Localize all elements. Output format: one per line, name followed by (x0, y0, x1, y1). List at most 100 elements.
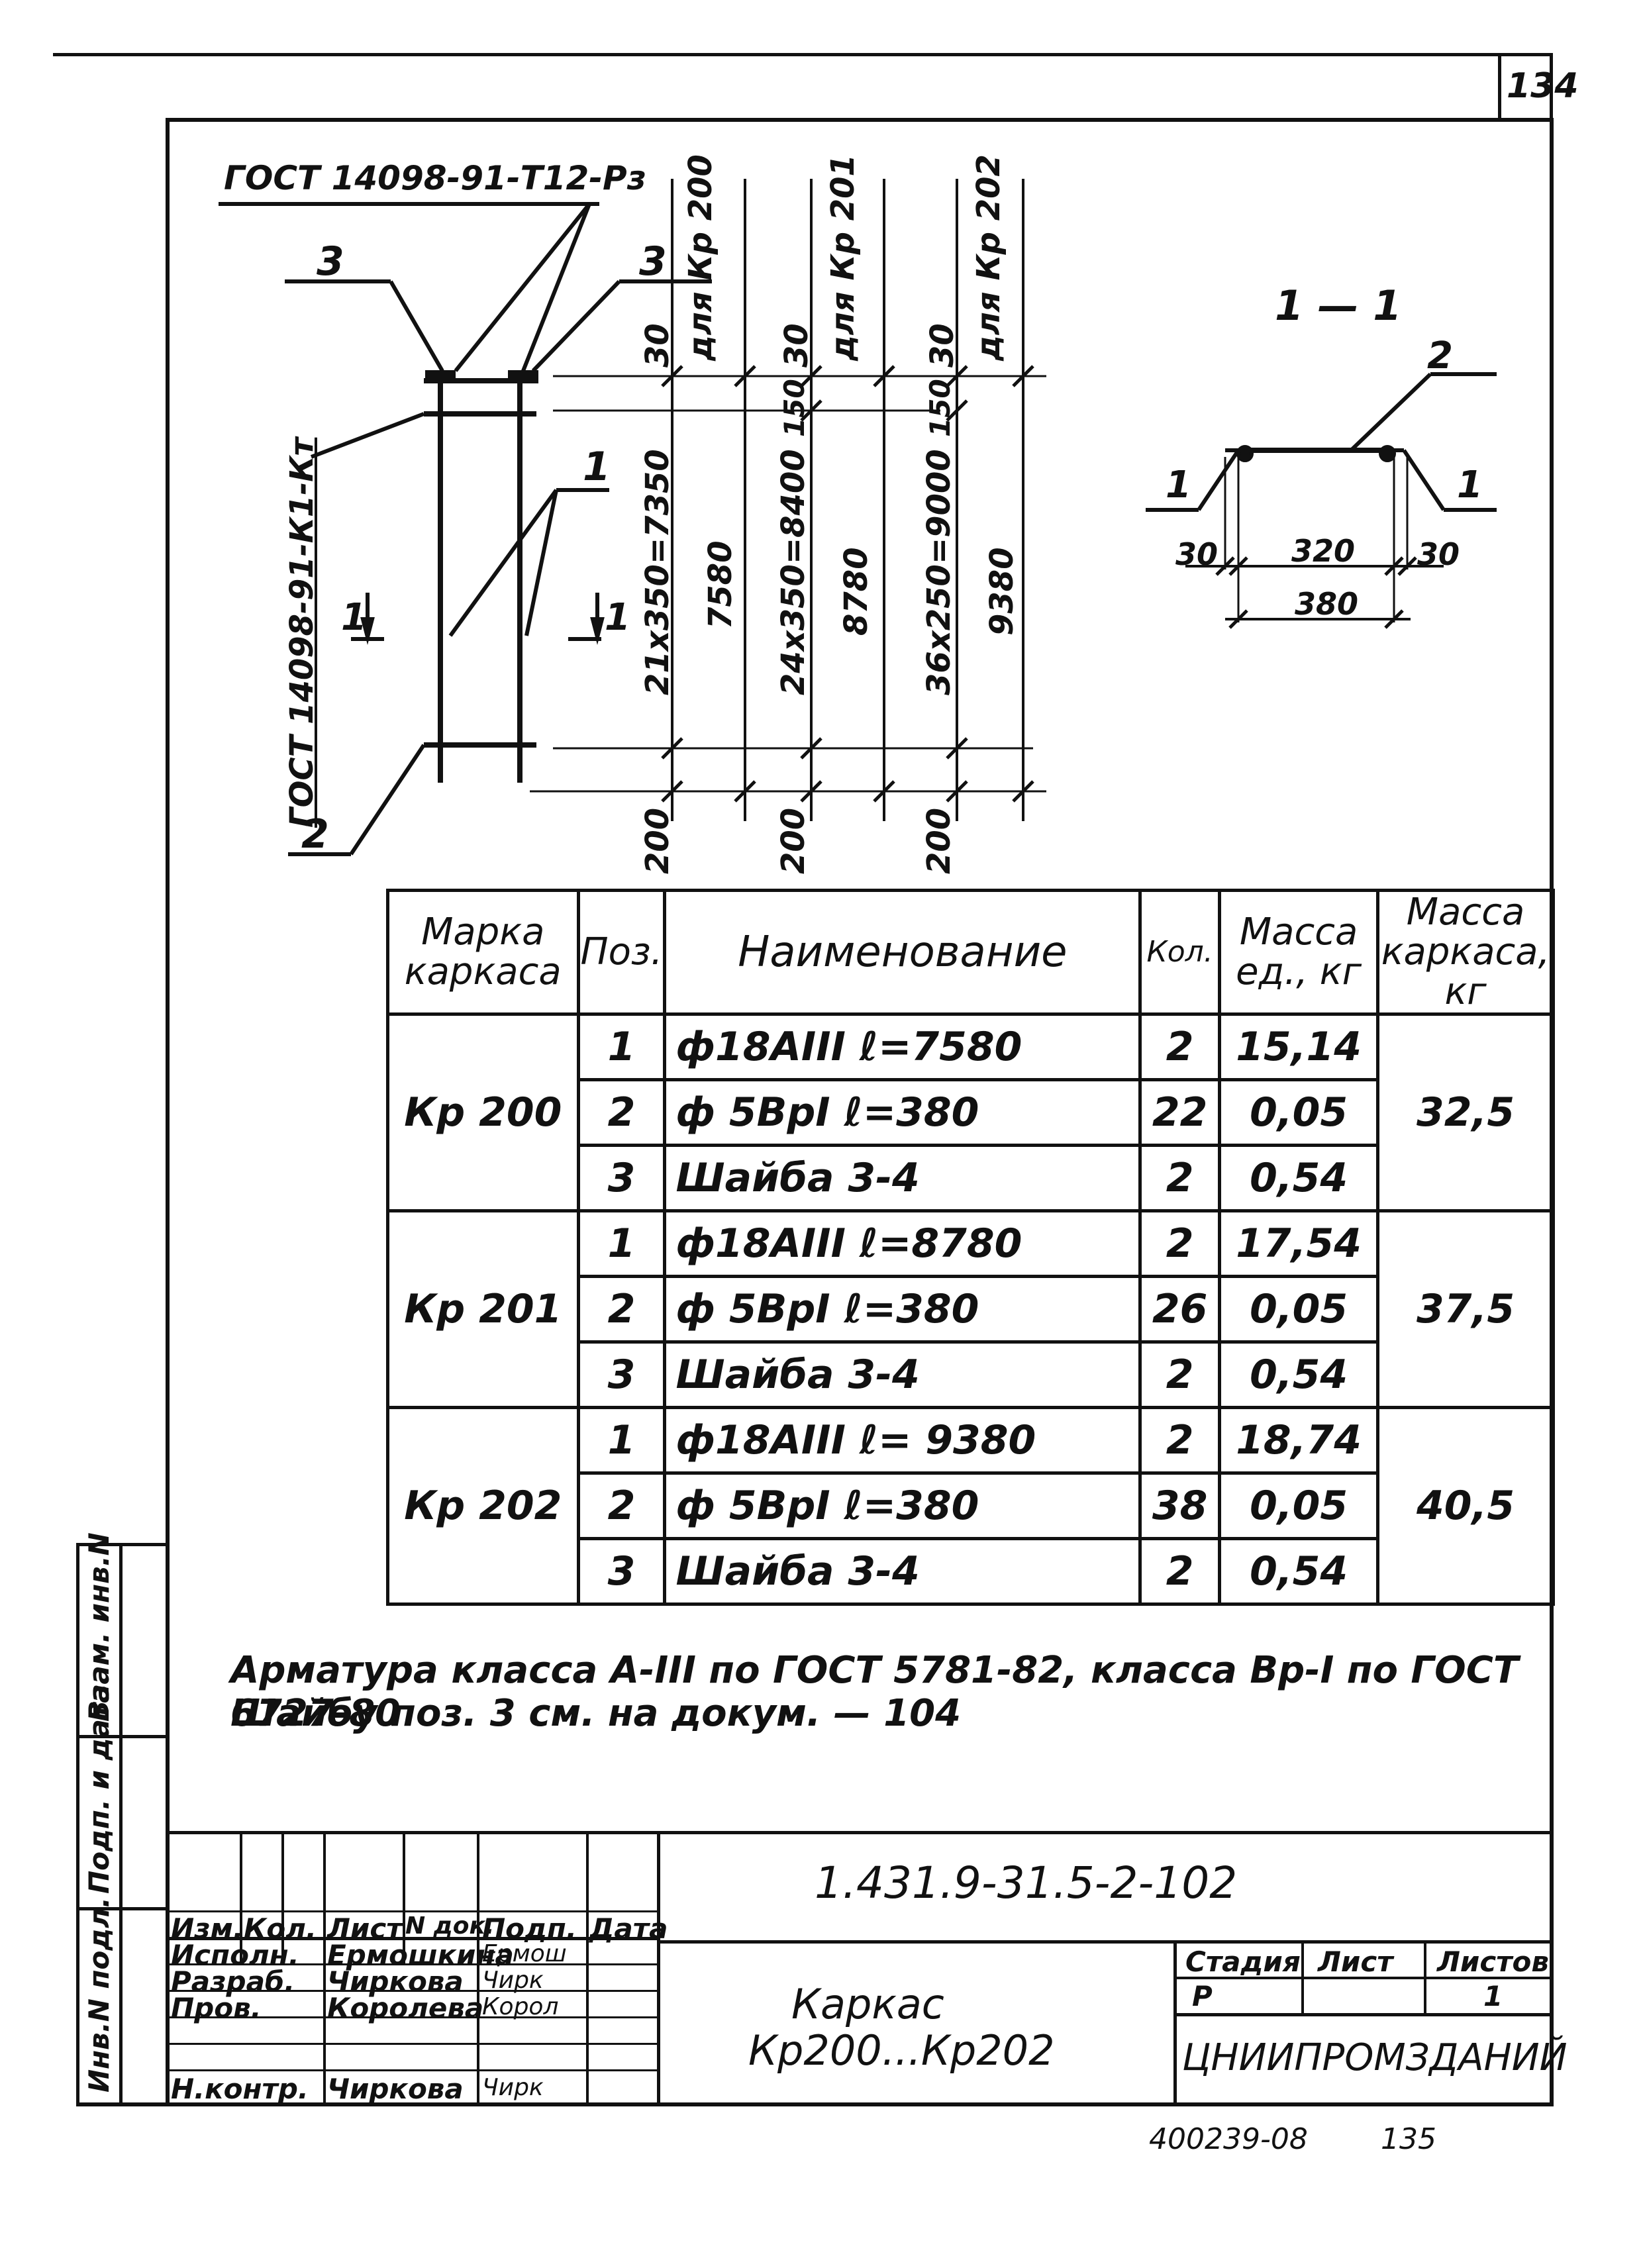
tb-col-6 (586, 1831, 589, 2106)
header-mark: Марка каркаса (386, 889, 580, 1016)
tb-doc-code: 1.431.9-31.5-2-102 (815, 1857, 1238, 1908)
row-unit-mass: 0,05 (1218, 1078, 1380, 1147)
row-name: ф18АIII ℓ=8780 (663, 1209, 1142, 1278)
bottom-archive-note: 400239-08 (1149, 2122, 1308, 2156)
header-unit-mass: Масса ед., кг (1218, 889, 1380, 1016)
tb-col-3 (323, 1831, 326, 2106)
row-pos: 2 (576, 1078, 667, 1147)
row-qty: 2 (1138, 1012, 1222, 1081)
dim-for-kr200: для Кр 200 (682, 154, 719, 361)
tb-r1-name: Ермошкина (327, 1939, 514, 1971)
side-strip-left (76, 1543, 79, 2106)
dim-30-c: 30 (924, 323, 961, 368)
row-unit-mass: 0,54 (1218, 1144, 1380, 1212)
row-qty: 2 (1138, 1406, 1222, 1475)
dim-200-c: 200 (921, 807, 958, 874)
tb-mid-line (657, 1940, 1553, 1944)
pos-3-left: 3 (317, 238, 344, 285)
pos-1: 1 (583, 444, 611, 490)
table-row: Кр 202 1 ф18АIII ℓ= 9380 2 18,74 40,5 (386, 1406, 1555, 1606)
row-qty: 2 (1138, 1209, 1222, 1278)
group-mark: Кр 200 (386, 1012, 580, 1212)
tb-h-list: Лист (327, 1912, 403, 1945)
tb-col-1 (240, 1831, 242, 1963)
section-title: 1 — 1 (1275, 281, 1402, 330)
row-name: Шайба 3-4 (663, 1144, 1142, 1212)
sheet-number: 134 (1507, 66, 1579, 106)
tb-row-2 (166, 1937, 657, 1940)
dim-chain-a: 21х350=7350 (639, 449, 676, 695)
section-dim-mid: 320 (1291, 533, 1356, 569)
row-unit-mass: 0,05 (1218, 1471, 1380, 1540)
table-row: 3 Шайба 3-4 2 0,54 (388, 1537, 1554, 1606)
tb-org: ЦНИИПРОМЗДАНИЙ (1182, 2036, 1568, 2079)
row-pos: 2 (576, 1471, 667, 1540)
dim-chain-b: 24х350=8400 (775, 449, 812, 695)
header-frame-mass: Масса каркаса, кг (1376, 889, 1555, 1016)
row-unit-mass: 15,14 (1218, 1012, 1380, 1081)
dim-30-b: 30 (778, 323, 815, 368)
section-dim-total: 380 (1295, 586, 1359, 622)
tb-sheets: 1 (1483, 1980, 1503, 2012)
frame-bottom (76, 2102, 1554, 2106)
header-qty: Кол. (1138, 889, 1222, 1016)
sheet-number-box-right (1550, 53, 1553, 119)
row-qty: 2 (1138, 1537, 1222, 1606)
tb-name-line2: Кр200...Кр202 (748, 2026, 1055, 2075)
tb-h-kol: Кол. (244, 1912, 317, 1945)
tb-col-4 (403, 1831, 405, 1963)
table-row: 2 ф 5ВрI ℓ=380 38 0,05 (388, 1471, 1554, 1540)
gost-side-label: ГОСТ 14098-91-К1-Кт (283, 437, 321, 828)
group-mass: 32,5 (1376, 1012, 1555, 1212)
stamp-inv: Инв.N подл. (83, 1897, 115, 2093)
table-row: Кр 200 1 ф18АIII ℓ=7580 2 15,14 32,5 (386, 1012, 1555, 1212)
side-strip-div2 (76, 1907, 169, 1910)
row-pos: 3 (576, 1340, 667, 1409)
row-unit-mass: 17,54 (1218, 1209, 1380, 1278)
tb-stage-col2 (1424, 1940, 1426, 2013)
tb-col-5 (477, 1831, 479, 2106)
tb-r2-sign: Чирк (482, 1967, 544, 1994)
tb-r3-sign: Корол (482, 1993, 559, 2020)
tb-row-3 (166, 1963, 657, 1965)
tb-stage-col1 (1301, 1940, 1304, 2013)
frame-top (166, 118, 1553, 122)
tb-stage-row1 (1173, 1977, 1553, 1979)
tb-r3-role: Пров. (171, 1992, 262, 2024)
frame-left (166, 118, 170, 2104)
note-line-2: Шайбу поз. 3 см. на докум. — 104 (230, 1692, 962, 1735)
header-pos: Поз. (576, 889, 667, 1016)
table-row: 2 ф 5ВрI ℓ=380 22 0,05 (388, 1078, 1554, 1147)
tb-right-sep (1173, 1940, 1177, 2106)
tb-stage-row2 (1173, 2013, 1553, 2016)
side-strip-top (76, 1543, 169, 1546)
table-row: 3 Шайба 3-4 2 0,54 (388, 1144, 1554, 1212)
section-1-1-drawing (1146, 372, 1497, 629)
dim-for-kr202: для Кр 202 (970, 154, 1007, 361)
tb-stage: Р (1192, 1980, 1213, 2012)
row-qty: 2 (1138, 1144, 1222, 1212)
bottom-page-number: 135 (1381, 2122, 1436, 2156)
section-mark-left: 1 (341, 596, 367, 639)
row-name: ф 5ВрI ℓ=380 (663, 1471, 1142, 1540)
tb-sep-main (657, 1831, 660, 2106)
row-name: ф 5ВрI ℓ=380 (663, 1078, 1142, 1147)
tb-sheet-label: Лист (1318, 1946, 1393, 1978)
group-mass: 40,5 (1376, 1406, 1555, 1606)
gost-top-label: ГОСТ 14098-91-Т12-Рз (224, 159, 646, 197)
row-qty: 26 (1138, 1275, 1222, 1344)
spec-table: Марка каркаса Поз. Наименование Кол. Мас… (386, 889, 1555, 1606)
tb-row-7 (166, 2069, 657, 2071)
tb-r3-name: Королева (327, 1992, 484, 2024)
sheet-number-box-left (1498, 53, 1501, 119)
table-row: Кр 201 1 ф18АIII ℓ=8780 2 17,54 37,5 (386, 1209, 1555, 1409)
row-unit-mass: 0,05 (1218, 1275, 1380, 1344)
tb-row-5 (166, 2016, 657, 2018)
table-row: 2 ф 5ВрI ℓ=380 26 0,05 (388, 1275, 1554, 1344)
row-unit-mass: 0,54 (1218, 1340, 1380, 1409)
row-qty: 2 (1138, 1340, 1222, 1409)
section-dim-left: 30 (1175, 536, 1219, 572)
section-pos-1-right: 1 (1457, 464, 1483, 507)
tb-r4-role: Н.контр. (171, 2073, 309, 2105)
tb-r4-sign: Чирк (482, 2074, 544, 2101)
